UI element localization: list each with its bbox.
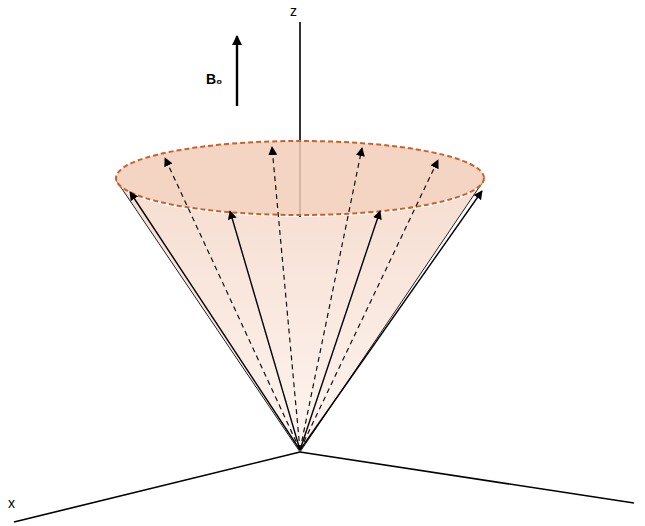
field-arrow (236, 36, 238, 106)
moment-vector (130, 192, 300, 450)
axis-label: z (290, 4, 297, 18)
moment-vector (230, 211, 300, 450)
moment-vector (165, 158, 300, 450)
moment-vector (300, 160, 438, 450)
field-label: B₀ (206, 72, 222, 86)
y-axis (300, 452, 634, 503)
axis-label: x (8, 496, 15, 510)
cone-edge (116, 180, 300, 452)
moment-vector (300, 211, 380, 450)
x-axis (14, 452, 300, 522)
cone-body (116, 180, 484, 452)
moment-vector (300, 191, 482, 450)
